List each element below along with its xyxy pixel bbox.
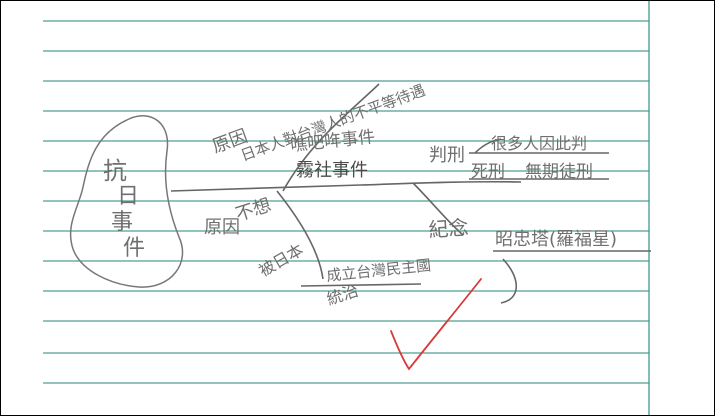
topic-bubble-outline <box>69 115 184 288</box>
right-lower-label: 紀念 <box>428 215 470 242</box>
right-upper-line-3: 無期徒刑 <box>525 162 593 182</box>
fishbone-spine <box>170 83 651 304</box>
right-lower-line-1: 昭忠塔(羅福星) <box>495 229 617 250</box>
right-upper-line-2: 死刑 <box>471 162 505 182</box>
topic-char-1: 抗 <box>103 157 127 185</box>
upper-branch-line-1: 日本人對台灣人的不平等待遇 <box>238 81 427 165</box>
lower-branch-line-2: 被日本 <box>256 240 307 280</box>
topic-char-4: 件 <box>123 236 145 261</box>
check-mark <box>390 278 482 371</box>
ruled-lines <box>43 1 650 415</box>
upper-branch-line-3: 霧社事件 <box>296 160 368 181</box>
lower-branch-line-1: 不想 <box>233 195 274 226</box>
topic-char-3: 事 <box>111 210 133 235</box>
topic-char-2: 日 <box>117 184 139 209</box>
right-upper-line-1: 很多人因此判 <box>491 134 587 153</box>
right-upper-label: 判刑 <box>429 145 465 166</box>
lower-branch-label: 原因 <box>204 217 240 238</box>
